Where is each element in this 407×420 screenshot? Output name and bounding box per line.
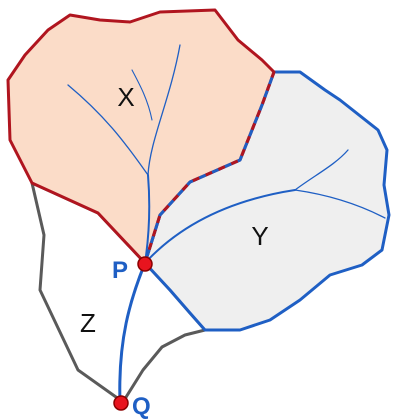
stream-y-branch-lower [294,189,386,219]
point-p-label: P [112,257,128,284]
stream-y-trunk [144,189,296,264]
point-q-marker [113,395,129,411]
region-z-label: Z [80,308,96,338]
stream-x-branch-left [67,84,149,176]
xy-shared-boundary-dash [143,71,276,264]
region-x-label: X [117,82,134,112]
point-q-label: Q [132,393,151,420]
stream-main-channel [118,261,147,404]
stream-y-branch-upper [294,149,349,191]
stream-x-trunk [144,174,151,264]
region-y-label: Y [251,221,268,251]
stream-x-branch-right [147,44,181,176]
stream-network [67,44,386,404]
stream-x-branch-mid [131,69,153,121]
point-p-marker [137,256,153,272]
